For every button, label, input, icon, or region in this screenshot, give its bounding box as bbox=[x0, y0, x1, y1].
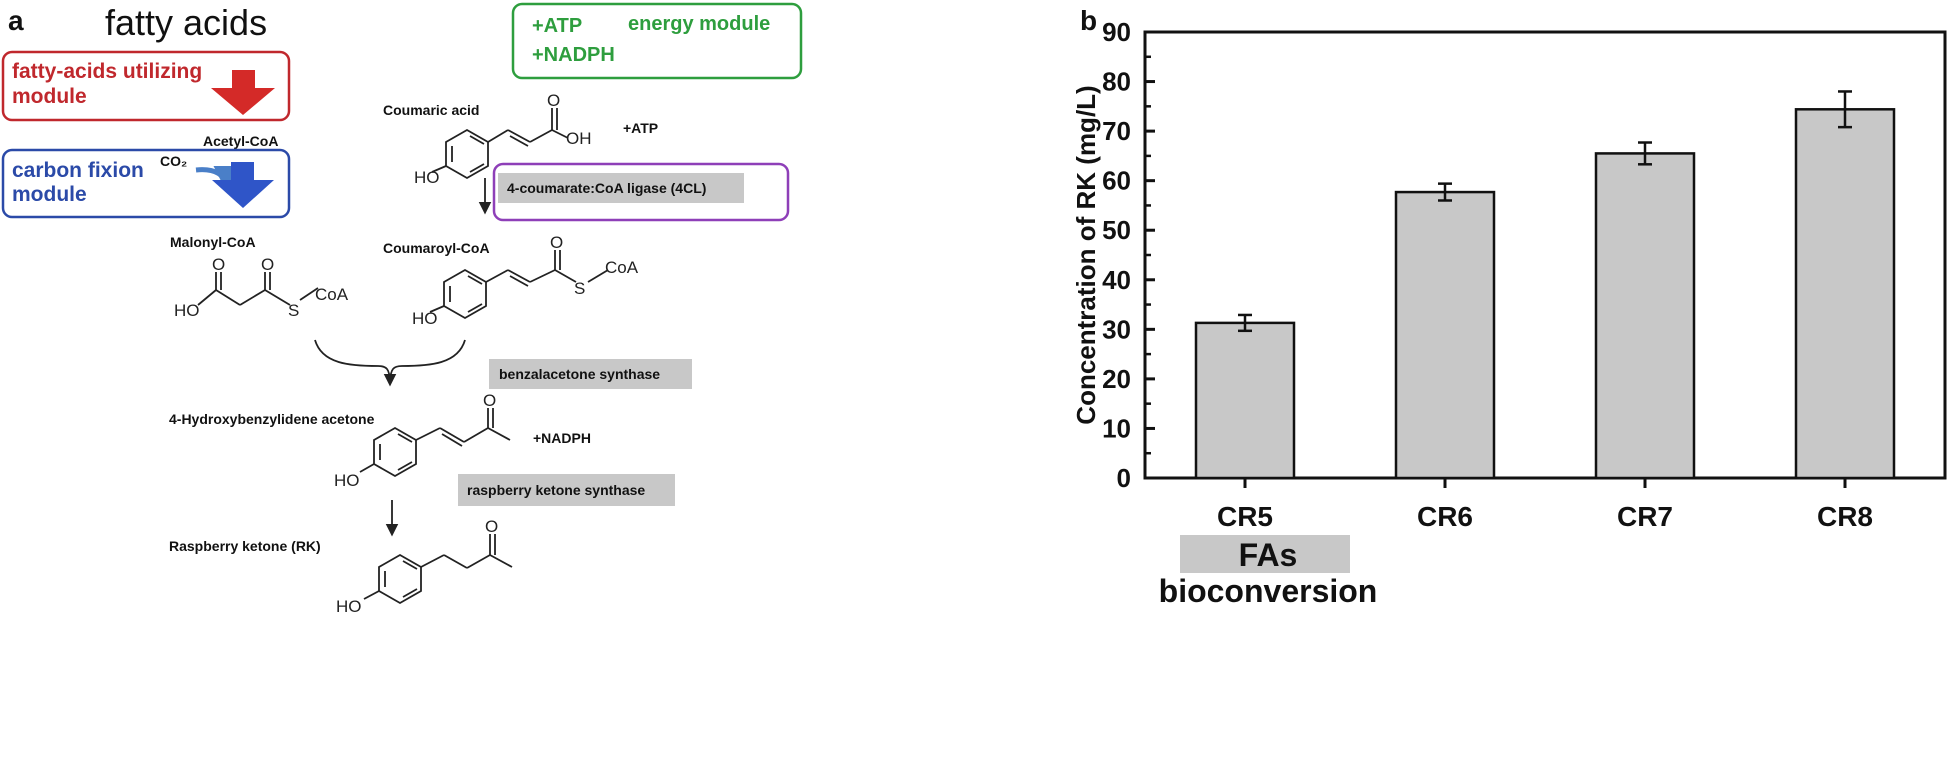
rks-enzyme-bg bbox=[458, 474, 675, 506]
fa-module-line1: fatty-acids utilizing bbox=[12, 60, 202, 83]
x-axis-label-line2: bioconversion bbox=[1159, 573, 1378, 609]
energy-module-frame bbox=[511, 2, 803, 80]
co2-label: CO₂ bbox=[160, 153, 187, 169]
fa-module-frame bbox=[1, 50, 291, 122]
bas-enzyme-label: benzalacetone synthase bbox=[499, 366, 660, 382]
y-tick-label: 60 bbox=[1102, 166, 1131, 196]
hydroxybenzylidene-ho: HO bbox=[334, 471, 360, 490]
rks-enzyme-label: raspberry ketone synthase bbox=[467, 482, 645, 498]
coumaric-ho: HO bbox=[414, 168, 440, 187]
bar bbox=[1794, 108, 1896, 480]
ligase-enzyme-bg bbox=[498, 173, 744, 203]
bas-enzyme-bg bbox=[489, 359, 692, 389]
energy-module-box: +ATP energy module +NADPH bbox=[511, 2, 803, 80]
x-tick-label: CR7 bbox=[1617, 501, 1673, 532]
carbon-fixion-module-box: carbon fixion module CO₂ bbox=[1, 148, 291, 219]
energy-atp-text: +ATP bbox=[532, 15, 582, 37]
y-tick-label: 70 bbox=[1102, 116, 1131, 146]
raspberry-ketone-o: O bbox=[485, 517, 498, 536]
x-tick-label: CR5 bbox=[1217, 501, 1273, 532]
y-tick-label: 90 bbox=[1102, 17, 1131, 47]
y-tick-label: 80 bbox=[1102, 67, 1131, 97]
coumaroyl-ho: HO bbox=[412, 309, 438, 328]
coumaroyl-coa-text: CoA bbox=[605, 258, 639, 277]
energy-nadph-text: +NADPH bbox=[532, 44, 615, 66]
energy-module-label: energy module bbox=[628, 13, 770, 35]
panel-a: a fatty acids +ATP energy module +NADPH … bbox=[1, 2, 803, 616]
ligase-box-frame bbox=[492, 162, 790, 222]
panel-a-label: a bbox=[8, 5, 24, 36]
y-tick-label: 30 bbox=[1102, 314, 1131, 344]
malonyl-coa-structure bbox=[197, 272, 319, 306]
fa-utilizing-module-box: fatty-acids utilizing module bbox=[1, 50, 291, 122]
fa-module-line2: module bbox=[12, 85, 87, 108]
fatty-acids-title: fatty acids bbox=[105, 2, 267, 43]
bar bbox=[1394, 190, 1496, 480]
coumaric-o: O bbox=[547, 91, 560, 110]
blue-down-arrow-icon bbox=[212, 162, 274, 208]
raspberry-ketone-label: Raspberry ketone (RK) bbox=[169, 538, 321, 554]
ligase-enzyme-label: 4-coumarate:CoA ligase (4CL) bbox=[507, 180, 706, 196]
y-tick-label: 20 bbox=[1102, 364, 1131, 394]
malonyl-o1: O bbox=[212, 255, 225, 274]
hydroxybenzylidene-label: 4-Hydroxybenzylidene acetone bbox=[169, 411, 375, 427]
x-axis-label-bg bbox=[1180, 535, 1350, 573]
cf-module-line2: module bbox=[12, 183, 87, 206]
malonyl-o2: O bbox=[261, 255, 274, 274]
y-tick-label: 40 bbox=[1102, 265, 1131, 295]
y-tick-label: 50 bbox=[1102, 215, 1131, 245]
hydroxybenzylidene-o: O bbox=[483, 391, 496, 410]
malonyl-ho: HO bbox=[174, 301, 200, 320]
y-tick-label: 10 bbox=[1102, 413, 1131, 443]
x-tick-label: CR8 bbox=[1817, 501, 1873, 532]
malonyl-coa-label: Malonyl-CoA bbox=[170, 234, 256, 250]
coumaric-acid-label: Coumaric acid bbox=[383, 102, 479, 118]
coumaroyl-s: S bbox=[574, 279, 585, 298]
malonyl-s: S bbox=[288, 301, 299, 320]
coumaroyl-coa-label: Coumaroyl-CoA bbox=[383, 240, 490, 256]
coumaric-acid-structure bbox=[431, 108, 569, 180]
panel-b-label: b bbox=[1080, 5, 1097, 36]
malonyl-coa-text: CoA bbox=[315, 285, 349, 304]
coumaroyl-coa-structure bbox=[429, 250, 609, 320]
raspberry-ketone-ho: HO bbox=[336, 597, 362, 616]
atp-cofactor: +ATP bbox=[623, 120, 658, 136]
bar bbox=[1594, 152, 1696, 480]
coumaric-oh: OH bbox=[566, 129, 592, 148]
raspberry-ketone-structure bbox=[363, 534, 513, 605]
bar bbox=[1194, 321, 1296, 480]
cf-module-frame bbox=[1, 148, 291, 219]
x-tick-label: CR6 bbox=[1417, 501, 1473, 532]
merge-arrow-icon bbox=[383, 339, 466, 387]
merge-arrow-left bbox=[314, 339, 391, 385]
cf-module-line1: carbon fixion bbox=[12, 159, 144, 182]
y-tick-label: 0 bbox=[1117, 463, 1131, 493]
red-down-arrow-icon bbox=[211, 70, 275, 115]
nadph-cofactor: +NADPH bbox=[533, 430, 591, 446]
x-axis-label-line1: FAs bbox=[1239, 537, 1298, 573]
coumaroyl-o: O bbox=[550, 233, 563, 252]
y-axis-label: Concentration of RK (mg/L) bbox=[1071, 85, 1101, 424]
hydroxybenzylidene-structure bbox=[359, 408, 511, 478]
acetyl-coa-label: Acetyl-CoA bbox=[203, 133, 278, 149]
